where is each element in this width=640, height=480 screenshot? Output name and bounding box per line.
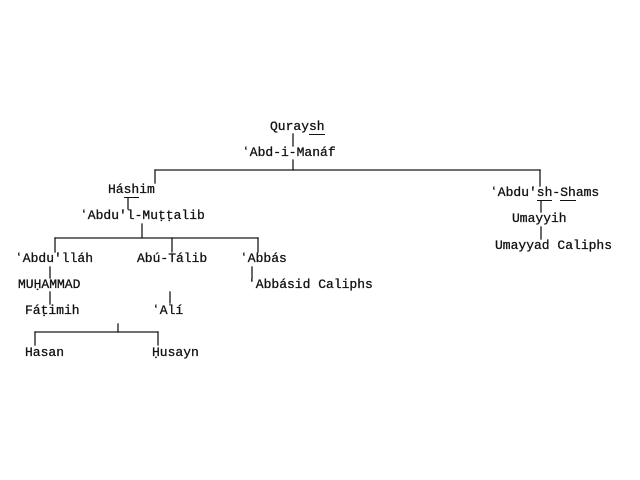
node-abdush-shams-label: ʻAbdu'sh-Shams — [490, 185, 600, 200]
node-hasan: Hasan — [25, 345, 64, 361]
node-abbas-label: ʻAbbás — [240, 251, 287, 266]
node-abbasid-caliphs: ʻAbbásid Caliphs — [248, 277, 373, 293]
node-abdul-muttalib: ʻAbdu'l-Muṭṭalib — [80, 208, 205, 224]
underline-mark — [309, 134, 325, 136]
node-ali-label: ʻAlí — [152, 303, 184, 318]
node-abd-i-manaf-label: ʻAbd-i-Manáf — [242, 145, 336, 160]
node-umayyad-caliphs-label: Umayyad Caliphs — [495, 238, 613, 253]
node-fatimih: Fáṭimih — [25, 303, 80, 319]
node-husayn-label: Ḥusayn — [152, 345, 199, 360]
node-abdullah: ʻAbdu'lláh — [15, 251, 93, 267]
node-umayyih: Umayyih — [512, 211, 567, 227]
node-abu-talib: Abú-Tálib — [137, 251, 208, 267]
underline-mark — [560, 200, 576, 202]
underline-mark — [123, 197, 140, 199]
node-abu-talib-label: Abú-Tálib — [137, 251, 208, 266]
node-quraysh: Quraysh — [270, 119, 325, 136]
node-hashim: Háshim — [108, 182, 155, 199]
node-fatimih-label: Fáṭimih — [25, 303, 80, 318]
node-hashim-label: Háshim — [108, 182, 155, 197]
node-umayyih-label: Umayyih — [512, 211, 567, 226]
underline-mark — [536, 200, 553, 202]
node-hasan-label: Hasan — [25, 345, 65, 360]
node-muhammad: MUḤAMMAD — [18, 277, 81, 293]
node-husayn: Ḥusayn — [152, 345, 199, 361]
node-abdullah-label: ʻAbdu'lláh — [15, 251, 94, 266]
node-abdush-shams: ʻAbdu'sh-Shams — [490, 185, 600, 202]
node-muhammad-label: MUḤAMMAD — [18, 277, 81, 292]
node-abbas: ʻAbbás — [240, 251, 287, 267]
node-quraysh-label: Quraysh — [270, 119, 325, 134]
node-abd-i-manaf: ʻAbd-i-Manáf — [242, 145, 336, 161]
node-abbasid-caliphs-label: ʻAbbásid Caliphs — [248, 277, 373, 292]
node-ali: ʻAlí — [152, 303, 184, 319]
node-umayyad-caliphs: Umayyad Caliphs — [495, 238, 612, 254]
node-abdul-muttalib-label: ʻAbdu'l-Muṭṭalib — [80, 208, 205, 223]
